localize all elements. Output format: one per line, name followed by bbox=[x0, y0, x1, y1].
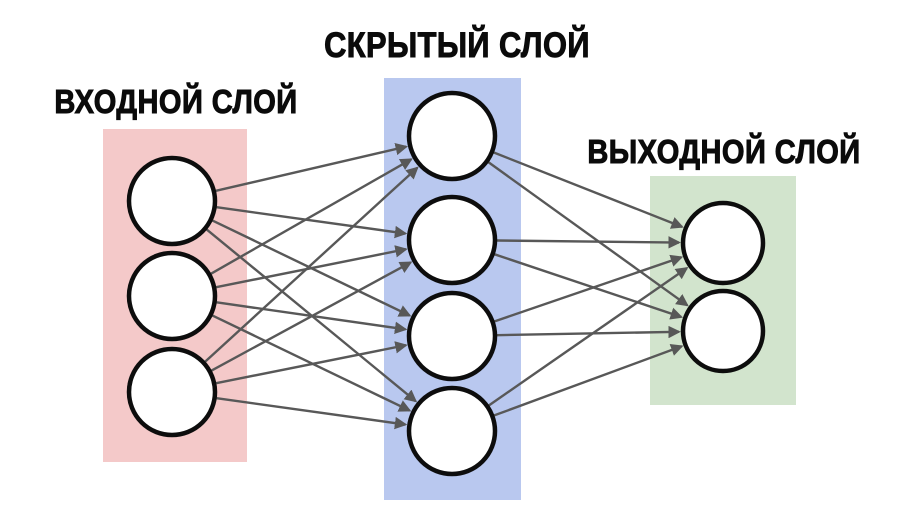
neuron-hidden-2 bbox=[406, 194, 498, 286]
connection-arrow-hidden-to-output bbox=[488, 267, 689, 407]
connection-arrow-input-to-hidden bbox=[204, 166, 419, 363]
connection-arrow-input-to-hidden bbox=[210, 261, 413, 372]
neuron-input-2 bbox=[126, 250, 218, 342]
connection-arrow-hidden-to-output bbox=[494, 254, 684, 323]
neuron-output-2 bbox=[680, 288, 766, 374]
connection-arrow-hidden-to-output bbox=[496, 236, 681, 249]
connection-arrow-input-to-hidden bbox=[216, 206, 408, 239]
neuron-output-1 bbox=[680, 200, 766, 286]
neuron-hidden-1 bbox=[406, 90, 498, 182]
connection-arrow-hidden-to-output bbox=[487, 161, 689, 307]
hidden-layer-label: СКРЫТЫЙ СЛОЙ bbox=[324, 26, 590, 66]
connection-arrow-hidden-to-output bbox=[493, 151, 684, 229]
connection-arrow-hidden-to-output bbox=[494, 253, 684, 320]
connection-arrow-input-to-hidden bbox=[215, 245, 408, 289]
connection-arrow-input-to-hidden bbox=[215, 142, 409, 192]
connection-arrow-input-to-hidden bbox=[216, 397, 408, 430]
neuron-input-1 bbox=[126, 155, 218, 247]
output-layer-label: ВЫХОДНОЙ СЛОЙ bbox=[587, 133, 861, 171]
connection-arrow-input-to-hidden bbox=[215, 341, 408, 385]
neuron-hidden-4 bbox=[406, 385, 498, 477]
neuron-hidden-3 bbox=[406, 290, 498, 382]
input-layer-label: ВХОДНОЙ СЛОЙ bbox=[54, 83, 298, 121]
connection-arrow-hidden-to-output bbox=[496, 325, 681, 339]
connection-arrow-input-to-hidden bbox=[210, 158, 413, 275]
neuron-input-3 bbox=[126, 346, 218, 438]
connection-arrow-hidden-to-output bbox=[493, 344, 684, 417]
